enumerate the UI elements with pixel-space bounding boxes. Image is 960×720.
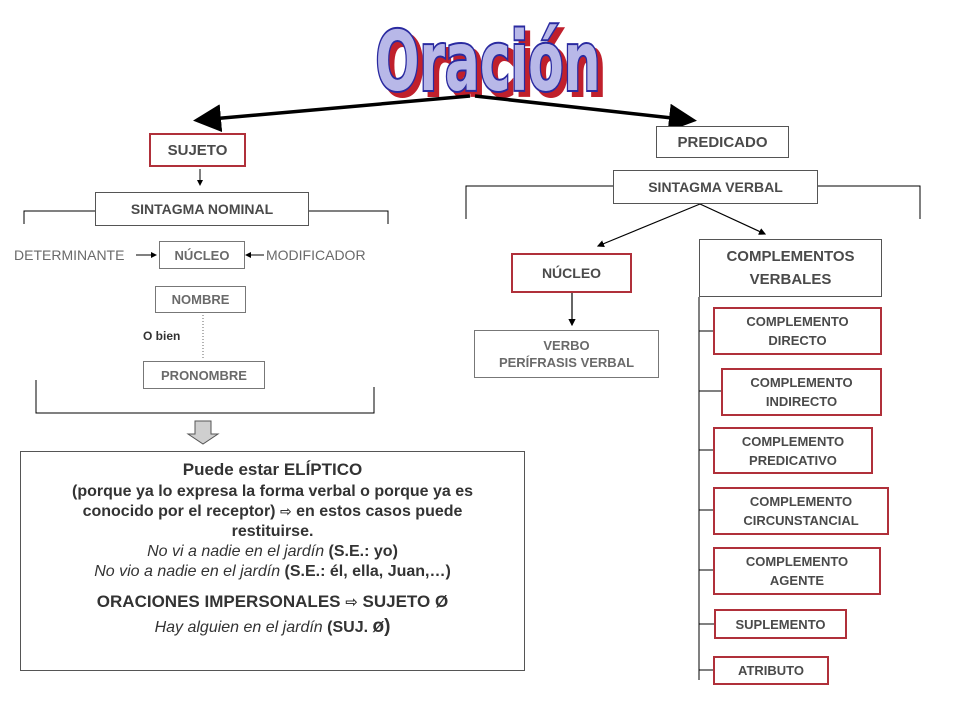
- o-bien-label: O bien: [143, 329, 181, 343]
- nombre-box: NOMBRE: [155, 286, 246, 313]
- note-example-1: No vi a nadie en el jardín (S.E.: yo): [147, 543, 398, 560]
- atributo-box: ATRIBUTO: [713, 656, 829, 685]
- nombre-label: NOMBRE: [171, 292, 230, 307]
- predicado-box: PREDICADO: [656, 126, 789, 158]
- suplemento-box: SUPLEMENTO: [714, 609, 847, 639]
- note-explanation: (porque ya lo expresa la forma verbal o …: [71, 483, 474, 540]
- note-heading: Puede estar ELÍPTICO: [182, 460, 363, 479]
- pronombre-box: PRONOMBRE: [143, 361, 265, 389]
- title-graphic: Oración Oración: [374, 13, 608, 110]
- sintagma-nominal-box: SINTAGMA NOMINAL: [95, 192, 309, 226]
- eliptico-note: Puede estar ELÍPTICO (porque ya lo expre…: [20, 451, 525, 671]
- pronombre-label: PRONOMBRE: [161, 367, 247, 383]
- sn-nucleo-label: NÚCLEO: [174, 247, 230, 263]
- note-impersonal: ORACIONES IMPERSONALES ⇨ SUJETO Ø: [96, 592, 449, 611]
- sintagma-verbal-box: SINTAGMA VERBAL: [613, 170, 818, 204]
- perifrasis-label: PERÍFRASIS VERBAL: [498, 355, 635, 370]
- note-example-2: No vio a nadie en el jardín (S.E.: él, e…: [94, 563, 451, 580]
- arrow-sv-nucleo: [596, 203, 701, 248]
- down-arrow-icon: [186, 420, 220, 445]
- complementos-verbales-box: COMPLEMENTOS VERBALES: [699, 239, 882, 297]
- modificador-label: MODIFICADOR: [266, 247, 366, 263]
- complemento-predicativo-box: COMPLEMENTO PREDICATIVO: [713, 427, 873, 474]
- sn-bracket: [23, 210, 95, 224]
- arrow-sv-complementos: [699, 203, 767, 235]
- sujeto-label: SUJETO: [167, 141, 228, 159]
- sv-nucleo-box: NÚCLEO: [511, 253, 632, 293]
- complemento-indirecto-box: COMPLEMENTO INDIRECTO: [721, 368, 882, 416]
- impersonal-arrow-icon: ⇨: [345, 593, 358, 611]
- verbo-box: VERBO PERÍFRASIS VERBAL: [474, 330, 659, 378]
- complementos-label-1: COMPLEMENTOS: [726, 248, 855, 265]
- title-text: Oración: [376, 15, 601, 110]
- sintagma-nominal-label: SINTAGMA NOMINAL: [130, 201, 274, 217]
- predicado-label: PREDICADO: [677, 133, 768, 151]
- complemento-directo-box: COMPLEMENTO DIRECTO: [713, 307, 882, 355]
- verbo-label: VERBO: [543, 338, 590, 353]
- sv-nucleo-label: NÚCLEO: [541, 265, 602, 281]
- complemento-agente-box: COMPLEMENTO AGENTE: [713, 547, 881, 595]
- note-arrow-icon: ⇨: [279, 504, 292, 520]
- complemento-circunstancial-box: COMPLEMENTO CIRCUNSTANCIAL: [713, 487, 889, 535]
- sujeto-box: SUJETO: [149, 133, 246, 167]
- sv-bracket: [465, 185, 613, 219]
- sn-nucleo-box: NÚCLEO: [159, 241, 245, 269]
- sintagma-verbal-label: SINTAGMA VERBAL: [648, 179, 783, 195]
- complementos-label-2: VERBALES: [749, 271, 832, 288]
- note-example-3: Hay alguien en el jardín (SUJ. ø): [154, 616, 391, 637]
- determinante-label: DETERMINANTE: [14, 247, 125, 263]
